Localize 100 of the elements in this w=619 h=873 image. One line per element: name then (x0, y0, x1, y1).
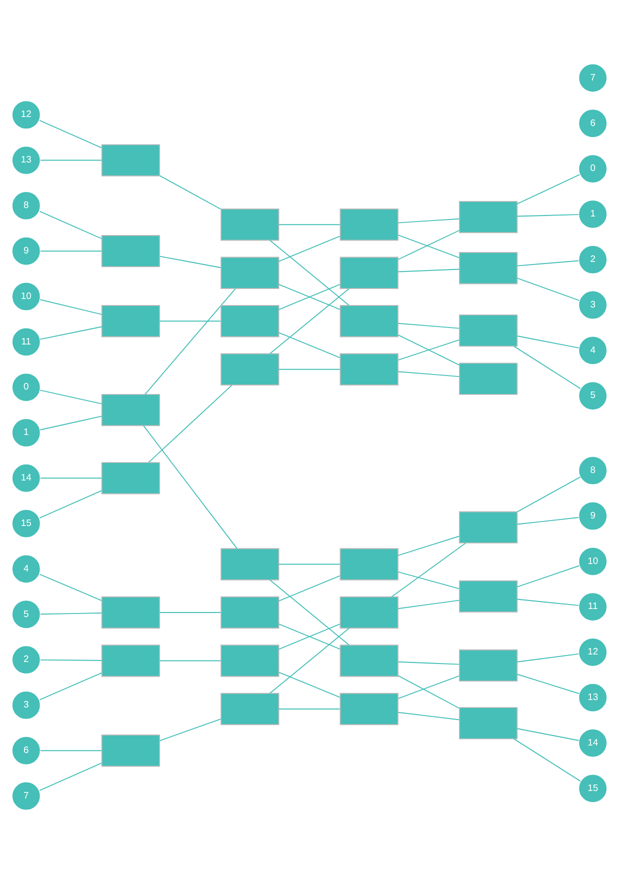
node-circle: 8 (12, 190, 41, 220)
connector (398, 370, 460, 377)
connector (40, 159, 102, 160)
node-box (101, 393, 160, 426)
node-box (458, 252, 518, 284)
node-box (458, 510, 518, 543)
connector (516, 277, 580, 300)
connector (398, 230, 460, 260)
node-box (340, 208, 398, 240)
connector (143, 424, 238, 549)
node-circle: 0 (578, 154, 608, 183)
node-circle: 11 (578, 592, 608, 621)
connector (39, 490, 102, 518)
connector (40, 298, 102, 314)
node-box (101, 144, 160, 176)
connector (398, 711, 460, 720)
node-box (101, 462, 160, 494)
connector (39, 119, 102, 148)
node-circle: 4 (12, 554, 41, 584)
connector (40, 415, 102, 430)
connector (278, 623, 340, 650)
node-circle: 13 (12, 145, 41, 174)
node-box (458, 580, 518, 612)
node-box (458, 706, 518, 739)
node-circle: 15 (578, 773, 608, 803)
node-box (101, 734, 160, 766)
node-circle: 8 (578, 455, 608, 485)
node-circle: 4 (578, 335, 608, 365)
connector (144, 288, 236, 394)
connector (269, 579, 350, 645)
node-box (220, 596, 280, 628)
connector (159, 660, 222, 661)
node-circle: 14 (12, 462, 41, 492)
connector (516, 174, 580, 204)
node-circle: 3 (578, 290, 608, 320)
connector (159, 320, 222, 322)
connector (398, 268, 460, 272)
node-box (340, 548, 398, 580)
connector (516, 476, 581, 512)
node-circle: 10 (578, 546, 608, 576)
node-circle: 11 (12, 326, 41, 356)
node-circle: 1 (12, 418, 41, 447)
node-box (220, 644, 280, 676)
connector (516, 516, 580, 524)
node-box (101, 596, 160, 628)
node-circle: 6 (578, 108, 608, 138)
node-circle: 9 (12, 236, 41, 266)
connector (516, 598, 580, 606)
node-box (220, 548, 280, 580)
connector (148, 384, 232, 462)
connector (40, 389, 102, 404)
connector (269, 288, 350, 354)
connector (278, 235, 340, 262)
node-circle: 12 (578, 637, 608, 666)
node-box (340, 352, 398, 385)
connector (39, 573, 102, 600)
connector (516, 673, 580, 694)
connector (398, 599, 460, 609)
node-circle: 13 (578, 682, 608, 712)
connector (159, 718, 222, 741)
node-box (458, 362, 518, 394)
connector (40, 477, 102, 478)
node-box (340, 692, 398, 725)
connector (39, 672, 102, 700)
connector (513, 345, 581, 389)
node-circle: 2 (578, 244, 608, 274)
connector (516, 728, 580, 740)
node-box (340, 304, 398, 337)
connector (516, 652, 580, 662)
connector (398, 234, 460, 258)
connector (278, 224, 340, 225)
node-circle: 9 (578, 500, 608, 530)
connector (39, 762, 102, 790)
connector (516, 564, 580, 587)
connector (398, 338, 460, 360)
connector (398, 334, 460, 365)
node-box (220, 208, 280, 240)
connector (398, 322, 460, 328)
connector (278, 574, 340, 601)
connector (40, 658, 102, 660)
connector (278, 368, 340, 370)
node-box (458, 314, 518, 346)
connector (516, 260, 580, 266)
connector (159, 255, 222, 268)
connector (269, 627, 350, 694)
connector (516, 335, 580, 348)
node-circle: 0 (12, 372, 41, 402)
node-circle: 1 (578, 199, 608, 228)
node-box (458, 200, 518, 233)
connector (398, 660, 460, 664)
node-box (340, 644, 398, 676)
connector (398, 570, 460, 589)
connector (513, 738, 581, 782)
node-box (458, 648, 518, 682)
node-circle: 5 (578, 380, 608, 410)
node-box (220, 256, 280, 288)
node-circle: 10 (12, 281, 41, 311)
node-box (220, 352, 280, 385)
node-circle: 7 (12, 780, 41, 810)
node-box (340, 256, 398, 288)
